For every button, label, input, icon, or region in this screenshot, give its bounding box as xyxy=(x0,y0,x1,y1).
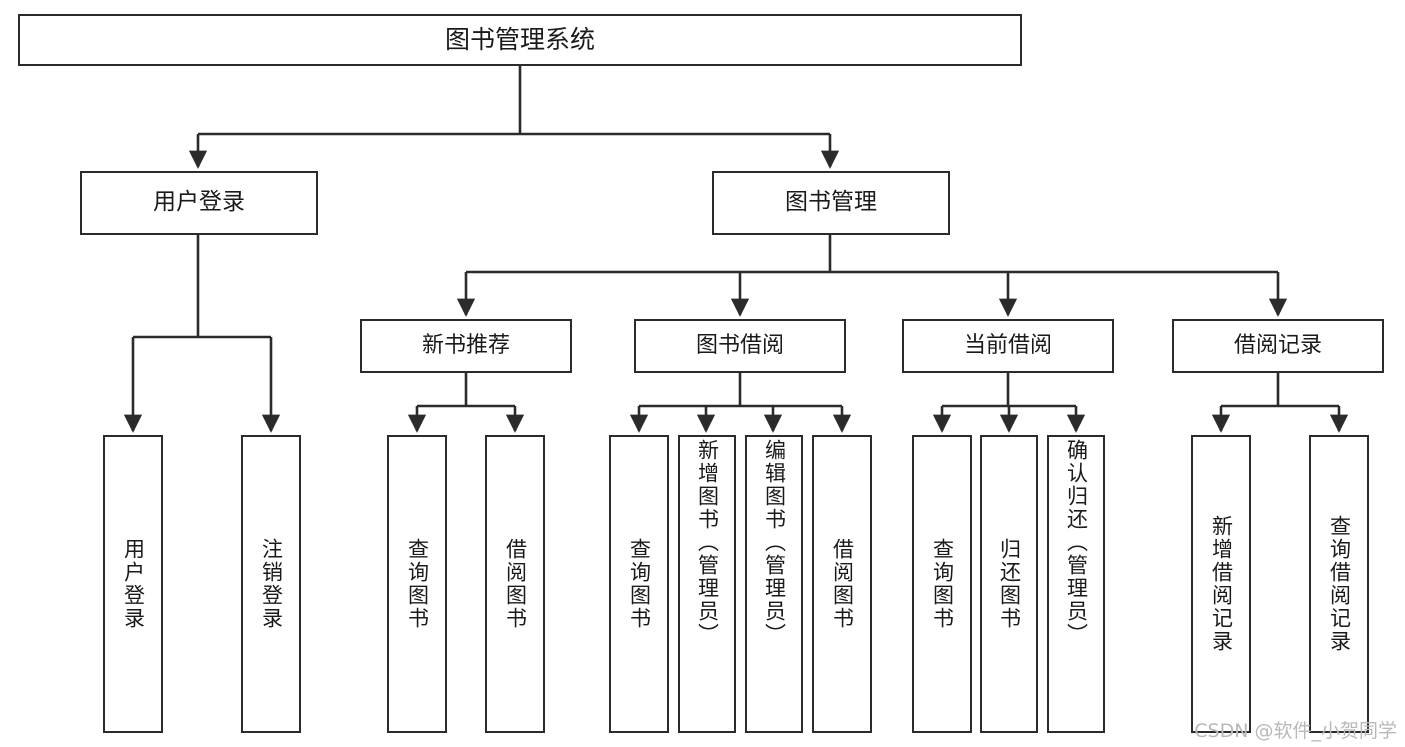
node-new-book-recommend[interactable]: 新书推荐 xyxy=(360,319,572,373)
node-book-manage-label: 图书管理 xyxy=(785,189,877,216)
node-leaf-logout[interactable]: 注销登录 xyxy=(241,435,301,733)
node-book-borrow[interactable]: 图书借阅 xyxy=(634,319,846,373)
node-leaf-borrow-book-2[interactable]: 借阅图书 xyxy=(812,435,872,733)
node-leaf-query-book-3[interactable]: 查询图书 xyxy=(912,435,972,733)
node-leaf-query-book-3-label: 查询图书 xyxy=(930,538,955,630)
node-leaf-query-book-1-label: 查询图书 xyxy=(405,538,430,630)
node-leaf-edit-book[interactable]: 编辑图书（管理员） xyxy=(745,435,803,733)
node-book-borrow-label: 图书借阅 xyxy=(695,333,784,359)
node-user-login-label: 用户登录 xyxy=(153,189,245,216)
node-borrow-record[interactable]: 借阅记录 xyxy=(1172,319,1384,373)
node-leaf-query-book-1[interactable]: 查询图书 xyxy=(387,435,447,733)
node-leaf-borrow-book-1[interactable]: 借阅图书 xyxy=(485,435,545,733)
node-leaf-return-book[interactable]: 归还图书 xyxy=(980,435,1038,733)
node-leaf-user-login[interactable]: 用户登录 xyxy=(103,435,163,733)
node-leaf-add-record-label: 新增借阅记录 xyxy=(1209,515,1234,653)
node-leaf-edit-book-label: 编辑图书（管理员） xyxy=(762,439,787,646)
node-current-borrow-label: 当前借阅 xyxy=(963,333,1052,359)
node-user-login[interactable]: 用户登录 xyxy=(80,171,318,235)
node-leaf-user-login-label: 用户登录 xyxy=(121,538,146,630)
node-leaf-return-book-label: 归还图书 xyxy=(997,538,1022,630)
node-new-book-recommend-label: 新书推荐 xyxy=(421,333,510,359)
node-leaf-confirm-return-label: 确认归还（管理员） xyxy=(1064,439,1089,646)
node-leaf-query-book-2-label: 查询图书 xyxy=(627,538,652,630)
node-leaf-confirm-return[interactable]: 确认归还（管理员） xyxy=(1047,435,1105,733)
node-leaf-logout-label: 注销登录 xyxy=(259,538,284,630)
node-leaf-add-book-label: 新增图书（管理员） xyxy=(695,439,720,646)
node-leaf-query-record-label: 查询借阅记录 xyxy=(1327,515,1352,653)
node-leaf-borrow-book-1-label: 借阅图书 xyxy=(503,538,528,630)
node-leaf-query-record[interactable]: 查询借阅记录 xyxy=(1309,435,1369,733)
node-root[interactable]: 图书管理系统 xyxy=(18,14,1022,66)
node-leaf-add-record[interactable]: 新增借阅记录 xyxy=(1191,435,1251,733)
node-leaf-borrow-book-2-label: 借阅图书 xyxy=(830,538,855,630)
node-book-manage[interactable]: 图书管理 xyxy=(712,171,950,235)
node-root-label: 图书管理系统 xyxy=(444,25,595,55)
node-borrow-record-label: 借阅记录 xyxy=(1233,333,1322,359)
node-current-borrow[interactable]: 当前借阅 xyxy=(902,319,1114,373)
node-leaf-add-book[interactable]: 新增图书（管理员） xyxy=(678,435,736,733)
node-leaf-query-book-2[interactable]: 查询图书 xyxy=(609,435,669,733)
